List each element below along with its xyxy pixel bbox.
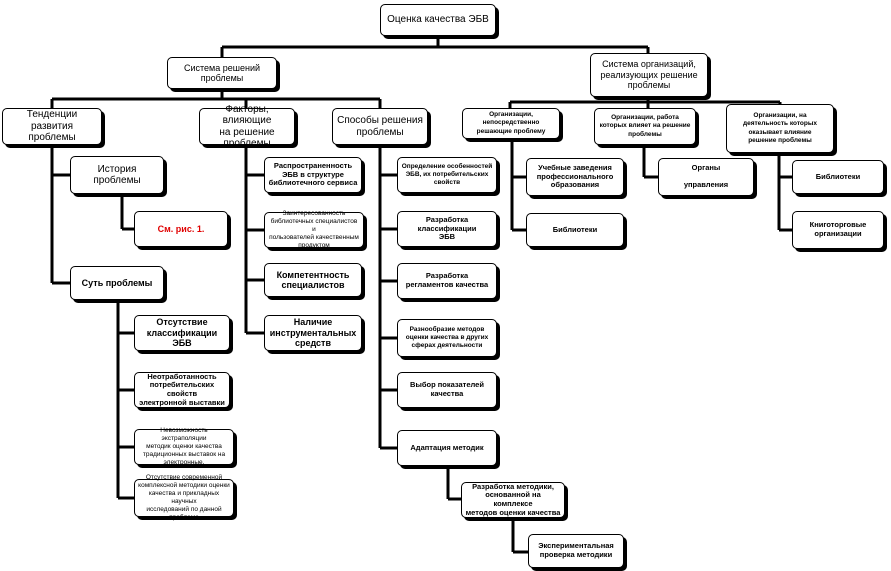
history-node: История проблемы xyxy=(70,156,164,194)
method-item-3: Разработка регламентов качества xyxy=(397,263,497,299)
factor-item-1: Распространенность ЭБВ в структуре библи… xyxy=(264,157,362,193)
essence-item-3: Невозможность экстраполяции методик оцен… xyxy=(134,427,234,466)
method-item-1: Определение особенностей ЭБВ, их потреби… xyxy=(397,157,497,193)
method-item-8: Экспериментальная проверка методики xyxy=(528,534,624,568)
factor-item-4: Наличие инструментальных средств xyxy=(264,315,362,351)
method-item-2: Разработка классификации ЭБВ xyxy=(397,211,497,247)
essence-item-2: Неотработанность потребительских свойств… xyxy=(134,372,230,408)
essence-item-4: Отсутствие современной комплексной метод… xyxy=(134,474,234,521)
orgs-node: Система организаций, реализующих решение… xyxy=(590,53,708,97)
essence-item-1: Отсутствие классификации ЭБВ xyxy=(134,315,230,351)
see-figure-node: См. рис. 1. xyxy=(134,211,228,247)
factor-item-2: Заинтересованность библиотечных специали… xyxy=(264,210,364,249)
decisions-node: Система решений проблемы xyxy=(167,57,277,89)
methods-node: Способы решения проблемы xyxy=(332,108,428,145)
method-item-4: Разнообразие методов оценки качества в д… xyxy=(397,319,497,357)
org-direct-item-1: Учебные заведения профессионального обра… xyxy=(526,158,624,196)
root-node: Оценка качества ЭБВ xyxy=(380,4,496,36)
org-impact-item-1: Библиотеки xyxy=(792,160,884,194)
trends-node: Тенденции развития проблемы xyxy=(2,108,102,145)
org-impact-node: Организации, на деятельность которых ока… xyxy=(726,104,834,153)
method-item-6: Адаптация методик xyxy=(397,430,497,466)
org-impact-item-2: Книготорговые организации xyxy=(792,211,884,249)
factor-item-3: Компетентность специалистов xyxy=(264,263,362,297)
org-direct-node: Организации, непосредственно решающие пр… xyxy=(462,108,560,139)
org-work-node: Организации, работа которых влияет на ре… xyxy=(594,108,696,145)
essence-node: Суть проблемы xyxy=(70,266,164,300)
method-item-7: Разработка методики, основанной на компл… xyxy=(461,482,565,518)
method-item-5: Выбор показателей качества xyxy=(397,372,497,408)
factors-node: Факторы, влияющие на решение проблемы xyxy=(199,104,295,149)
org-direct-item-2: Библиотеки xyxy=(526,213,624,247)
org-work-item-1: Органы управления xyxy=(658,158,754,196)
